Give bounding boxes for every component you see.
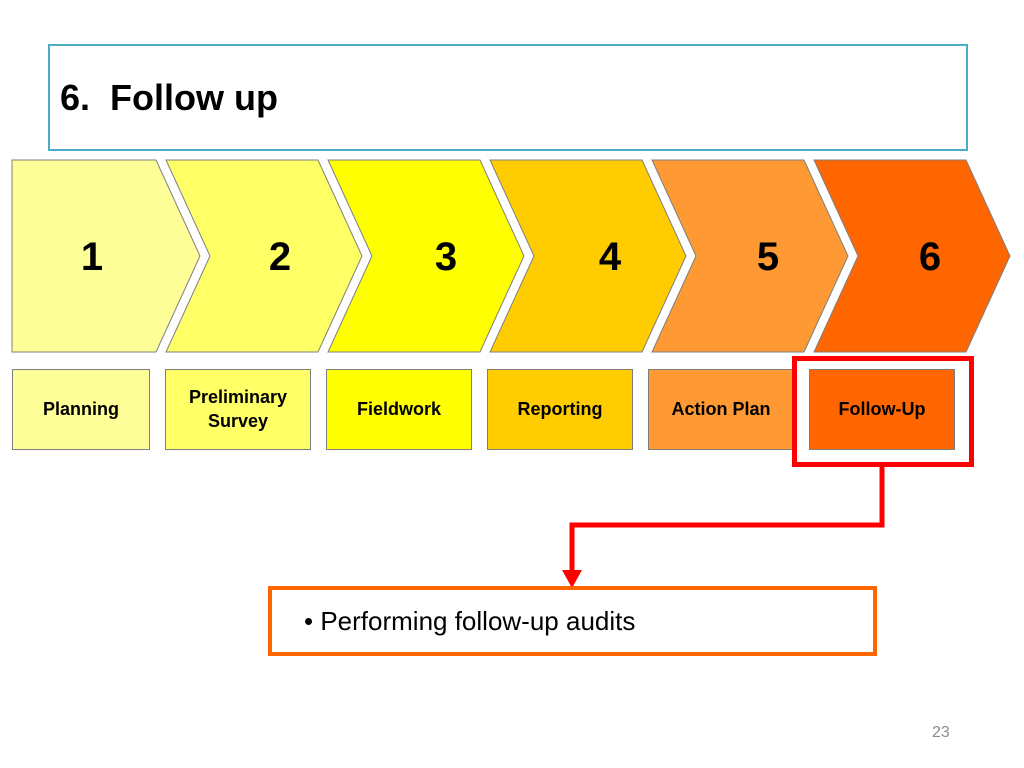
step-label-follow-up: Follow-Up — [809, 369, 955, 450]
step-number-5: 5 — [757, 235, 779, 279]
step-number-1: 1 — [81, 235, 103, 279]
step-label-preliminary-survey: Preliminary Survey — [165, 369, 311, 450]
chevron-step-6: 6 — [813, 159, 1011, 353]
chevron-shape-2 — [165, 159, 363, 353]
detail-box: • Performing follow-up audits — [268, 586, 877, 656]
detail-bullet: • Performing follow-up audits — [304, 606, 636, 636]
chevron-shape-1 — [11, 159, 201, 353]
chevron-step-3: 3 — [327, 159, 525, 353]
step-number-2: 2 — [269, 235, 291, 279]
page-number: 23 — [932, 724, 950, 741]
step-number-3: 3 — [435, 235, 457, 279]
current-step-highlight — [792, 356, 974, 467]
process-chevrons: 1 2 3 4 5 6 — [11, 159, 1011, 353]
chevron-step-4: 4 — [489, 159, 687, 353]
chevron-shape-4 — [489, 159, 687, 353]
chevron-shape-3 — [327, 159, 525, 353]
step-number-6: 6 — [919, 235, 941, 279]
step-label-reporting: Reporting — [487, 369, 633, 450]
title-box: 6. Follow up — [48, 44, 968, 151]
chevron-step-1: 1 — [11, 159, 201, 353]
step-label-fieldwork: Fieldwork — [326, 369, 472, 450]
chevron-step-5: 5 — [651, 159, 849, 353]
step-label-action-plan: Action Plan — [648, 369, 794, 450]
step-number-4: 4 — [599, 235, 622, 279]
connector-line — [569, 467, 885, 572]
chevron-shape-6 — [813, 159, 1011, 353]
step-label-planning: Planning — [12, 369, 150, 450]
chevron-step-2: 2 — [165, 159, 363, 353]
chevron-shape-5 — [651, 159, 849, 353]
slide-title: 6. Follow up — [60, 77, 278, 118]
